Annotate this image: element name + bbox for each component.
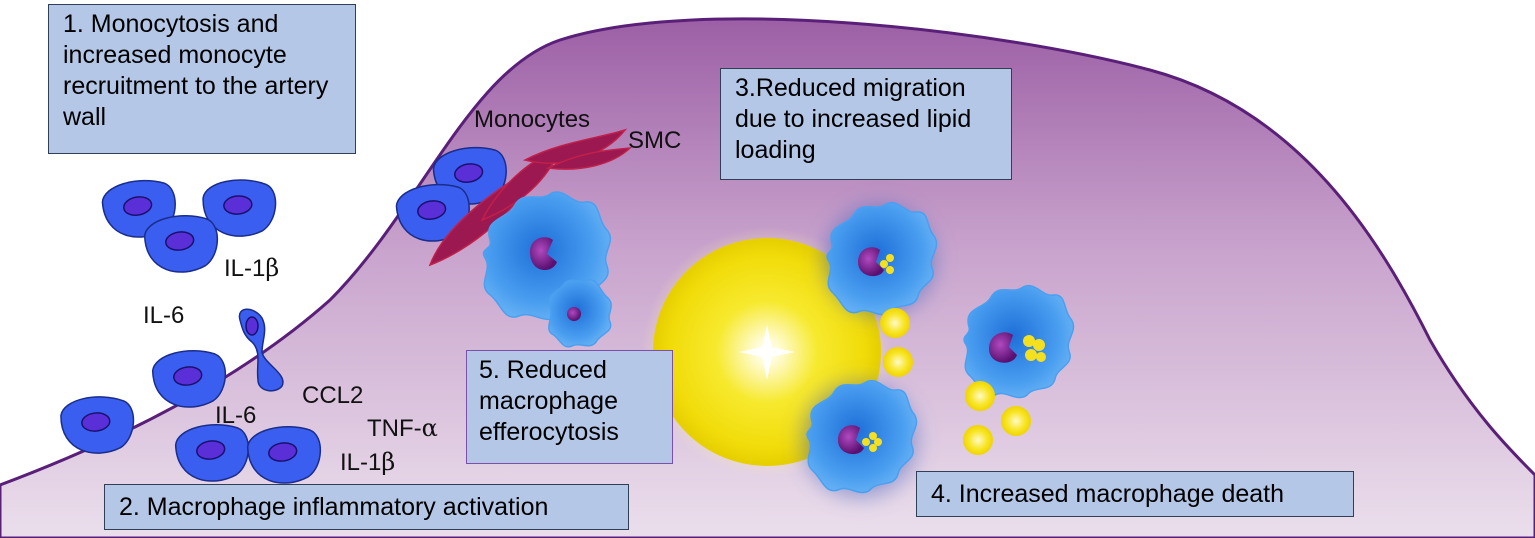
label-il1b-top-text: IL-1 bbox=[224, 255, 266, 282]
label-il1b-bottom-text: IL-1 bbox=[340, 449, 382, 476]
monocyte-cell bbox=[395, 183, 470, 242]
label-il1b-top: IL-1β bbox=[224, 254, 279, 283]
transmigrating-monocyte bbox=[238, 308, 284, 392]
label-tnf: TNF-α bbox=[367, 414, 438, 443]
label-monocytes: Monocytes bbox=[474, 106, 590, 134]
label-monocytes-text: Monocytes bbox=[474, 106, 591, 133]
label-tnf-text: TNF- bbox=[367, 415, 422, 442]
monocyte-cell bbox=[246, 426, 322, 484]
alpha-symbol: α bbox=[421, 414, 438, 442]
label-il1b-bottom: IL-1β bbox=[340, 448, 395, 477]
macrophage-cell bbox=[826, 201, 938, 316]
label-ccl2: CCL2 bbox=[302, 382, 363, 410]
beta-symbol: β bbox=[265, 254, 280, 282]
monocyte-cell bbox=[60, 396, 135, 454]
box-macrophage-death-text: 4. Increased macrophage death bbox=[931, 480, 1285, 508]
monocyte-cell bbox=[143, 215, 219, 273]
box-macrophage-death: 4. Increased macrophage death bbox=[916, 471, 1354, 517]
label-il6-bottom-text: IL-6 bbox=[215, 402, 257, 429]
beta-symbol: β bbox=[381, 448, 396, 476]
monocyte-cell bbox=[151, 350, 227, 408]
lipid-core-sparkle bbox=[739, 325, 795, 380]
label-il6-top-text: IL-6 bbox=[143, 302, 185, 329]
label-il6-top: IL-6 bbox=[143, 302, 184, 330]
box-reduced-migration-text: 3.Reduced migration due to increased lip… bbox=[735, 74, 972, 164]
label-smc: SMC bbox=[628, 127, 681, 155]
box-monocytosis-text: 1. Monocytosis and increased monocyte re… bbox=[63, 10, 329, 131]
box-inflammatory-activation-text: 2. Macrophage inflammatory activation bbox=[119, 493, 549, 521]
box-efferocytosis: 5. Reduced macrophage efferocytosis bbox=[466, 350, 673, 464]
smc-cells bbox=[428, 128, 633, 267]
box-reduced-migration: 3.Reduced migration due to increased lip… bbox=[720, 68, 1012, 180]
label-smc-text: SMC bbox=[628, 127, 682, 154]
monocyte-cell bbox=[174, 424, 250, 482]
macrophage-cell bbox=[806, 379, 918, 494]
label-ccl2-text: CCL2 bbox=[302, 382, 364, 409]
macrophage-cell-small bbox=[548, 279, 612, 348]
box-efferocytosis-text: 5. Reduced macrophage efferocytosis bbox=[479, 356, 619, 446]
label-il6-bottom: IL-6 bbox=[215, 402, 256, 430]
box-inflammatory-activation: 2. Macrophage inflammatory activation bbox=[104, 484, 629, 530]
monocyte-cell bbox=[202, 179, 277, 237]
box-monocytosis: 1. Monocytosis and increased monocyte re… bbox=[48, 4, 356, 154]
macrophage-cell bbox=[963, 284, 1075, 399]
